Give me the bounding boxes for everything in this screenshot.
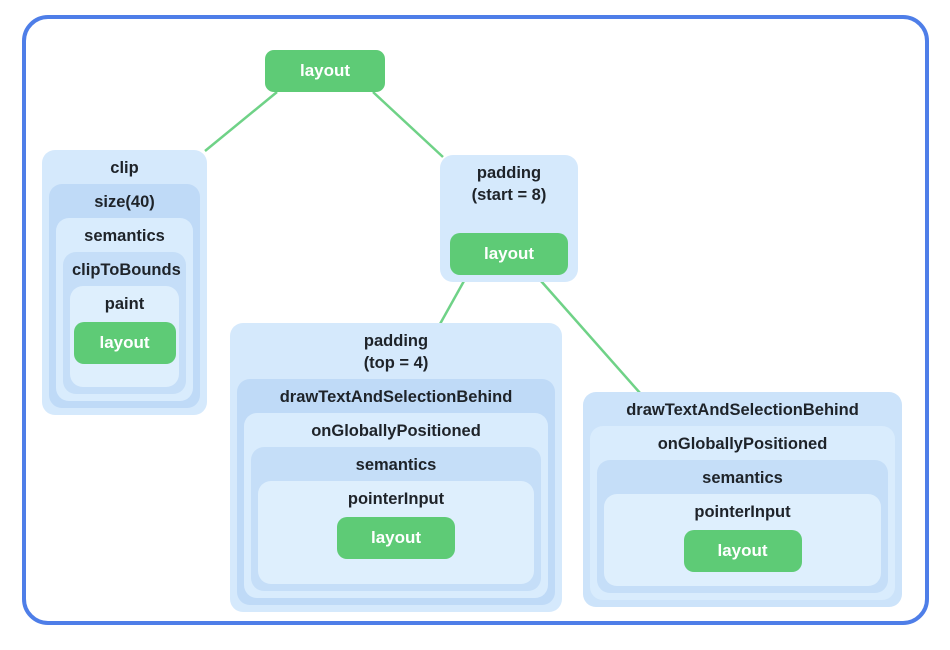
ongloballypositioned-label-middle: onGloballyPositioned (311, 422, 481, 440)
semantics-node-right: semantics pointerInput layout (597, 460, 888, 593)
pointerinput-label-middle: pointerInput (347, 490, 445, 508)
clip-chain-node: clip size(40) semantics clipToBounds pai… (42, 150, 207, 415)
clip-layout-leaf-node: layout (73, 322, 176, 364)
semantics-label: semantics (84, 227, 165, 245)
padding-top-label-line2: (top = 4) (363, 354, 429, 372)
semantics-label-right: semantics (702, 469, 783, 487)
root-layout-node: layout (265, 50, 385, 92)
ongloballypositioned-node-middle: onGloballyPositioned semantics pointerIn… (244, 413, 548, 598)
ongloballypositioned-node-right: onGloballyPositioned semantics pointerIn… (590, 426, 895, 600)
drawtext-node-middle: drawTextAndSelectionBehind onGloballyPos… (237, 379, 555, 605)
padding-top-label-line1: padding (363, 332, 429, 350)
drawtext-label-right: drawTextAndSelectionBehind (626, 401, 859, 419)
ongloballypositioned-label-right: onGloballyPositioned (657, 435, 828, 453)
clip-label: clip (110, 159, 139, 177)
drawtext-layout-leaf-node: layout (683, 530, 802, 572)
paint-label: paint (104, 295, 145, 313)
padding-top-layout-leaf-node: layout (337, 517, 455, 559)
semantics-label-middle: semantics (355, 456, 437, 474)
padding-start-label-line2: (start = 8) (471, 186, 547, 204)
padding-start-layout-leaf-node: layout (450, 233, 568, 275)
padding-start-label-line1: padding (476, 164, 542, 182)
size-node: size(40) semantics clipToBounds paint la… (49, 184, 200, 408)
cliptobounds-node: clipToBounds paint layout (63, 252, 186, 394)
drawtext-label-middle: drawTextAndSelectionBehind (279, 388, 513, 406)
paint-node: paint layout (70, 286, 179, 387)
pointerinput-label-right: pointerInput (694, 503, 791, 521)
drawtext-chain-node: drawTextAndSelectionBehind onGloballyPos… (583, 392, 902, 607)
cliptobounds-label: clipToBounds (72, 261, 181, 279)
size-label: size(40) (94, 193, 155, 211)
semantics-node: semantics clipToBounds paint layout (56, 218, 193, 401)
padding-top-chain-node: padding (top = 4) drawTextAndSelectionBe… (230, 323, 562, 612)
padding-start-label: padding (start = 8) (447, 155, 571, 211)
padding-start-node: padding (start = 8) layout (440, 155, 578, 282)
pointerinput-node-right: pointerInput layout (604, 494, 881, 586)
padding-top-label: padding (top = 4) (237, 323, 555, 379)
pointerinput-node-middle: pointerInput layout (258, 481, 534, 584)
semantics-node-middle: semantics pointerInput layout (251, 447, 541, 591)
